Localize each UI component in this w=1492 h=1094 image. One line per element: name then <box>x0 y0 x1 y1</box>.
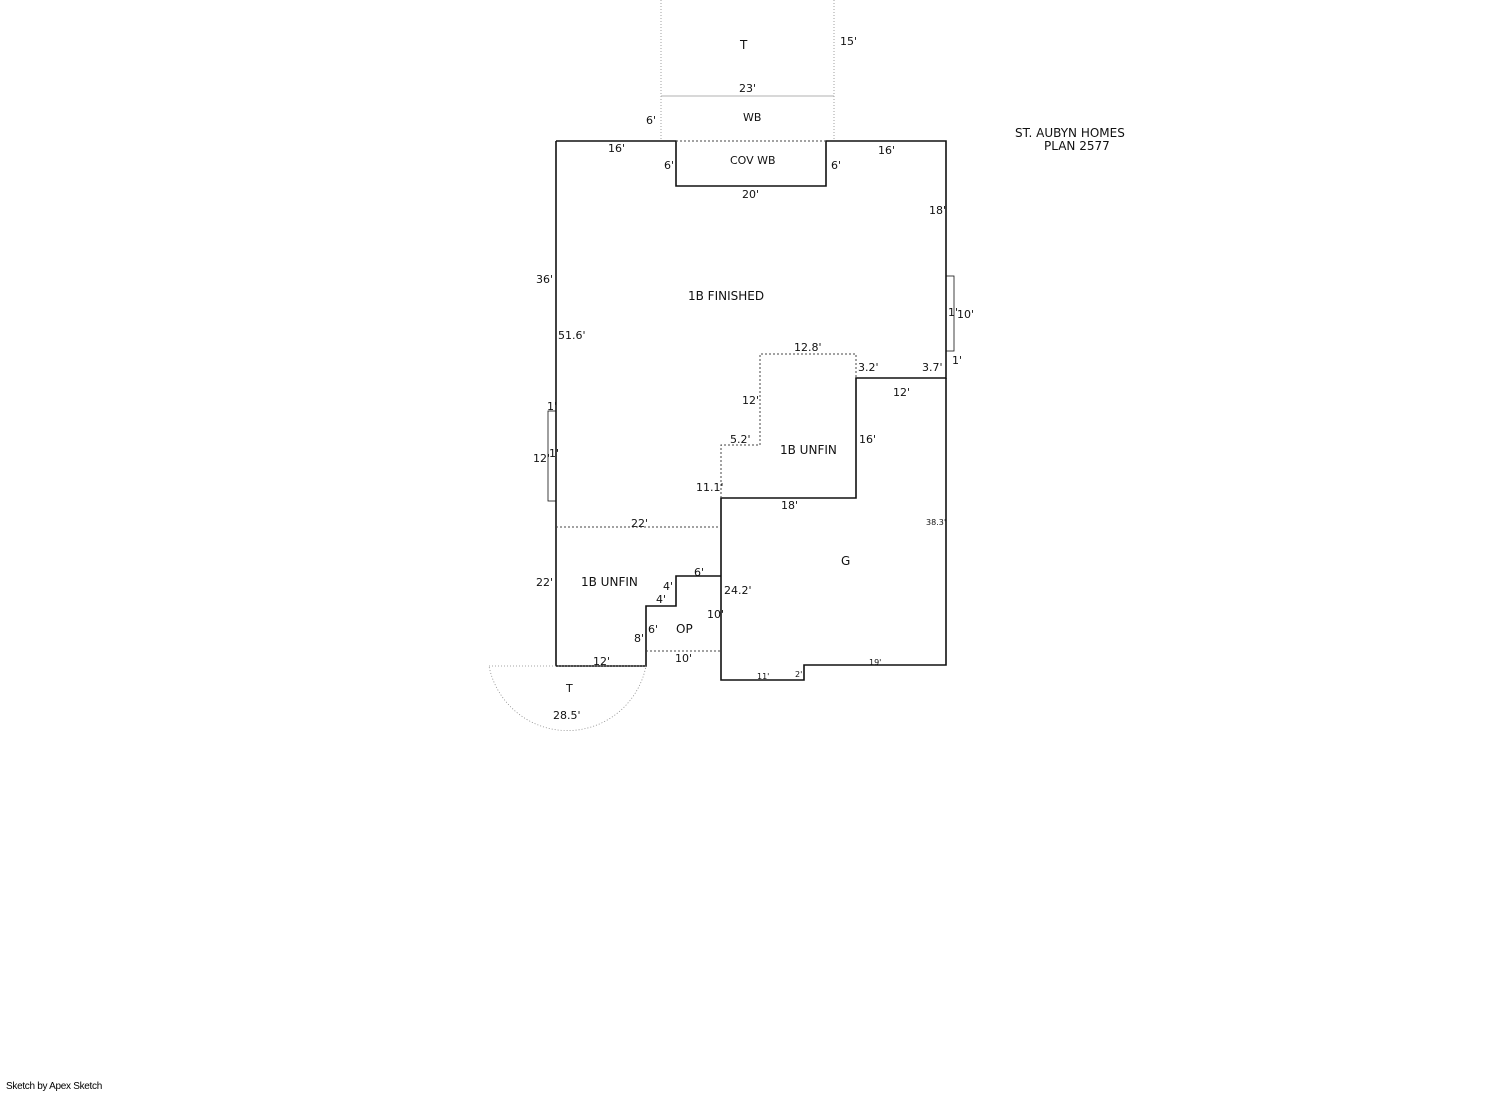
dim-label: 6' <box>648 623 658 636</box>
area-label-terrace-top: T <box>739 38 748 52</box>
terrace-top-outline <box>660 0 835 141</box>
area-label-open-porch: OP <box>676 622 693 636</box>
bay-window-right <box>945 275 955 352</box>
bay-window-left <box>547 410 557 502</box>
dim-label: 8' <box>634 632 644 645</box>
plan-title-line1: ST. AUBYN HOMES <box>1015 126 1125 140</box>
dim-label: 28.5' <box>553 709 581 722</box>
dim-label: 2' <box>795 670 802 679</box>
unfin-notch-outline <box>720 353 857 498</box>
dim-label: 16' <box>608 142 625 155</box>
dim-label: 36' <box>536 273 553 286</box>
dim-label: 12.8' <box>794 341 822 354</box>
dim-label: 1' <box>952 354 962 367</box>
area-label-terrace-bottom: T <box>565 682 573 695</box>
dim-label: 6' <box>646 114 656 127</box>
dim-label: 5.2' <box>730 433 751 446</box>
dim-label: 6' <box>831 159 841 172</box>
dim-label: 12' <box>742 394 759 407</box>
dim-label: 20' <box>742 188 759 201</box>
dim-label: 38.3' <box>926 518 946 527</box>
dim-label: 6' <box>664 159 674 172</box>
dim-label: 3.2' <box>858 361 879 374</box>
dim-label: 10' <box>707 608 724 621</box>
area-label-finished: 1B FINISHED <box>688 289 764 303</box>
dim-label: 51.6' <box>558 329 586 342</box>
dim-label: 12' <box>893 386 910 399</box>
dim-label: 16' <box>859 433 876 446</box>
dim-label: 12' <box>593 655 610 668</box>
area-label-unfin-left: 1B UNFIN <box>581 575 638 589</box>
area-label-cov-wb: COV WB <box>730 154 776 167</box>
dim-label: 22' <box>631 517 648 530</box>
dim-label: 19' <box>869 658 881 667</box>
dim-label: 3.7' <box>922 361 943 374</box>
dim-label: 18' <box>781 499 798 512</box>
dim-label: 10' <box>675 652 692 665</box>
garage-outline <box>720 378 947 681</box>
dim-label: 18' <box>929 204 946 217</box>
dim-label: 10' <box>957 308 974 321</box>
finished-area-outline <box>556 140 947 666</box>
dim-label: 12' <box>533 452 550 465</box>
plan-title-line2: PLAN 2577 <box>1044 139 1110 153</box>
dim-label: 1' <box>549 447 559 460</box>
dim-label: 15' <box>840 35 857 48</box>
dim-label: 22' <box>536 576 553 589</box>
dim-label: 6' <box>694 566 704 579</box>
area-label-garage: G <box>841 554 850 568</box>
dim-label: 11.1' <box>696 481 724 494</box>
dim-label: 1' <box>547 400 557 413</box>
dim-label: 24.2' <box>724 584 752 597</box>
dim-label: 4' <box>663 580 673 593</box>
stair-outline <box>556 575 721 667</box>
dim-label: 23' <box>739 82 756 95</box>
dim-label: 16' <box>878 144 895 157</box>
dim-label: 11' <box>757 672 769 681</box>
area-label-unfin-center: 1B UNFIN <box>780 443 837 457</box>
dim-label: 4' <box>656 593 666 606</box>
dim-label: 1' <box>948 306 958 319</box>
sketch-credit: Sketch by Apex Sketch <box>6 1081 102 1092</box>
area-label-wb: WB <box>743 111 761 124</box>
